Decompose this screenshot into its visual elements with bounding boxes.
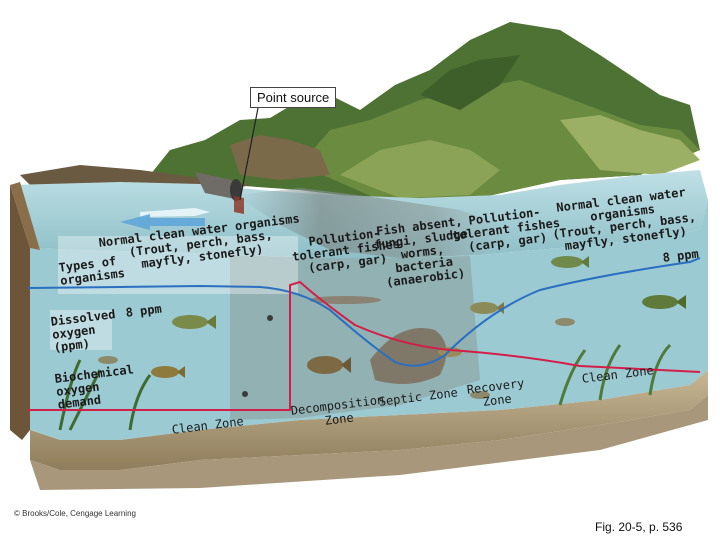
point-source-callout: Point source xyxy=(250,87,336,108)
forest-background xyxy=(20,22,700,200)
figure-reference: Fig. 20-5, p. 536 xyxy=(595,520,682,534)
bacteria-icon xyxy=(267,315,273,321)
bacteria-icon xyxy=(242,391,248,397)
copyright-credit: © Brooks/Cole, Cengage Learning xyxy=(14,509,136,518)
fish-icon xyxy=(98,356,118,364)
dissolved-oxygen-label: Dissolved oxygen (ppm) xyxy=(50,308,119,355)
fish-icon xyxy=(555,318,575,326)
